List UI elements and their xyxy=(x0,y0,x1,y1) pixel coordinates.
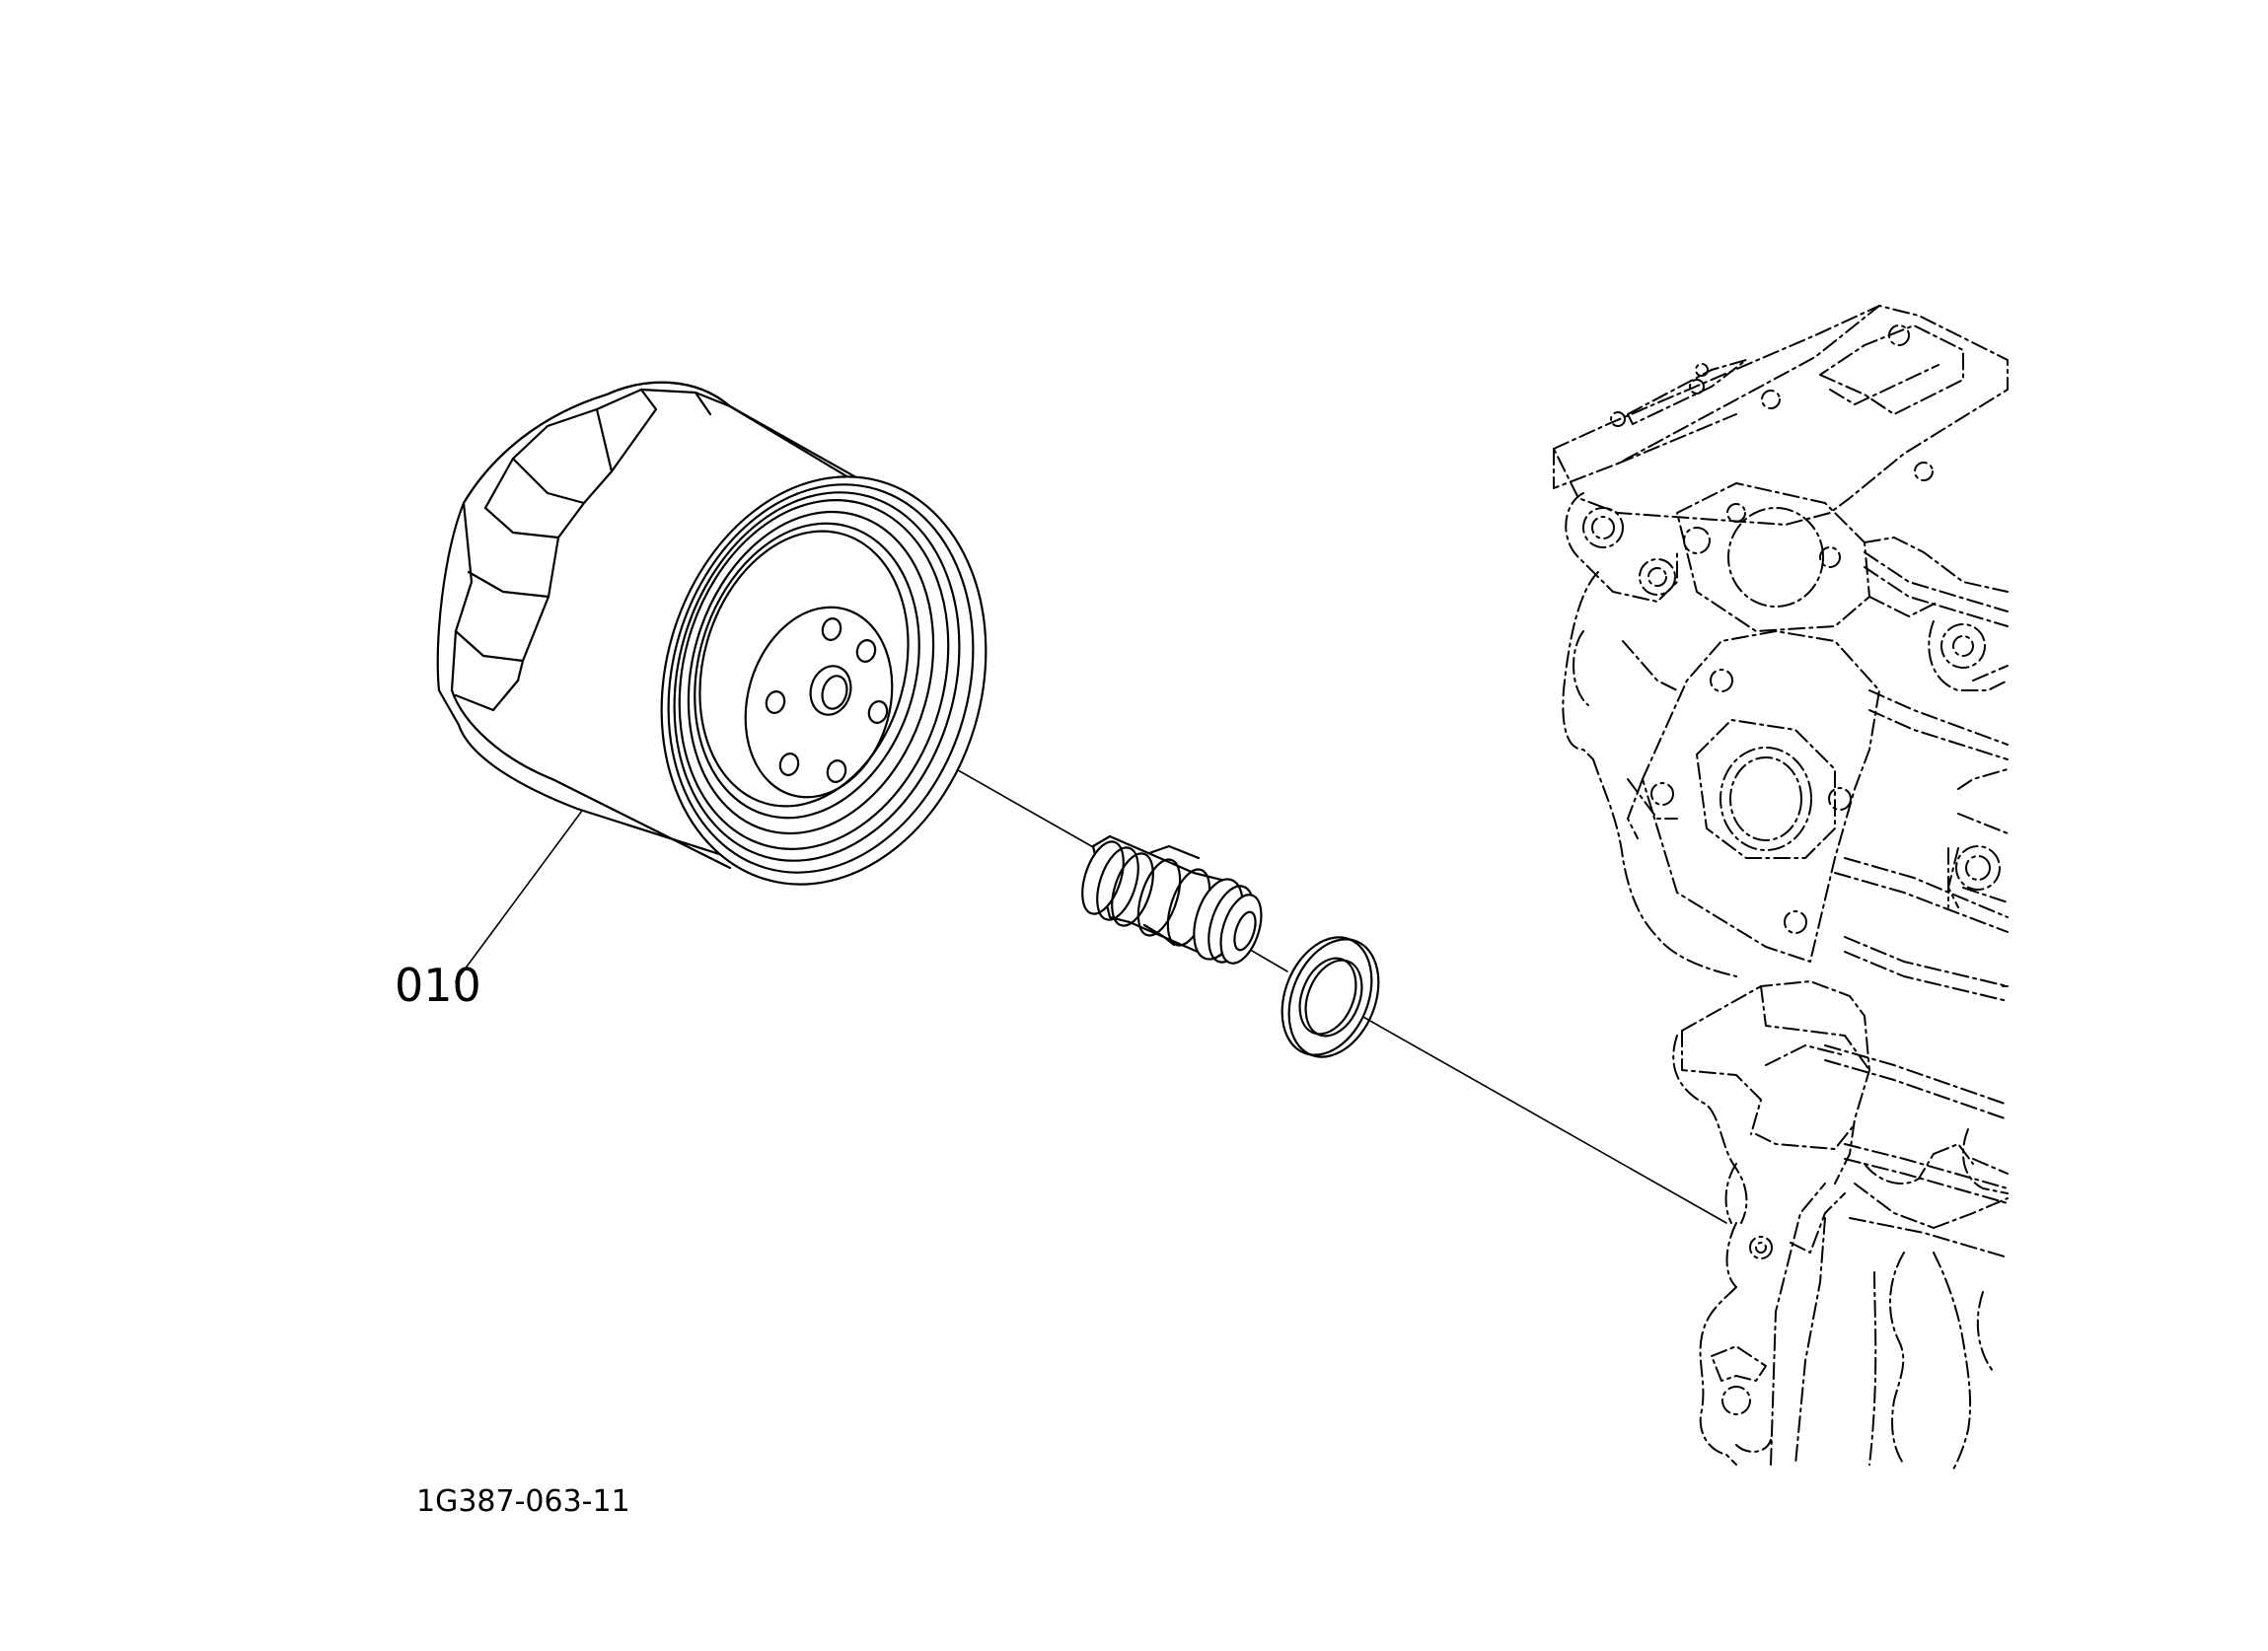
washer-ring[interactable] xyxy=(1266,924,1395,1070)
callout-010: 010 xyxy=(395,810,583,1012)
engine-block-phantom xyxy=(1553,305,2009,1471)
oil-filter-cartridge[interactable] xyxy=(436,381,1033,923)
filter-nipple[interactable] xyxy=(1074,834,1269,969)
figure-code: 1G387-063-11 xyxy=(416,1484,630,1519)
callout-leader-line xyxy=(455,810,583,982)
callout-label-010: 010 xyxy=(395,959,481,1012)
